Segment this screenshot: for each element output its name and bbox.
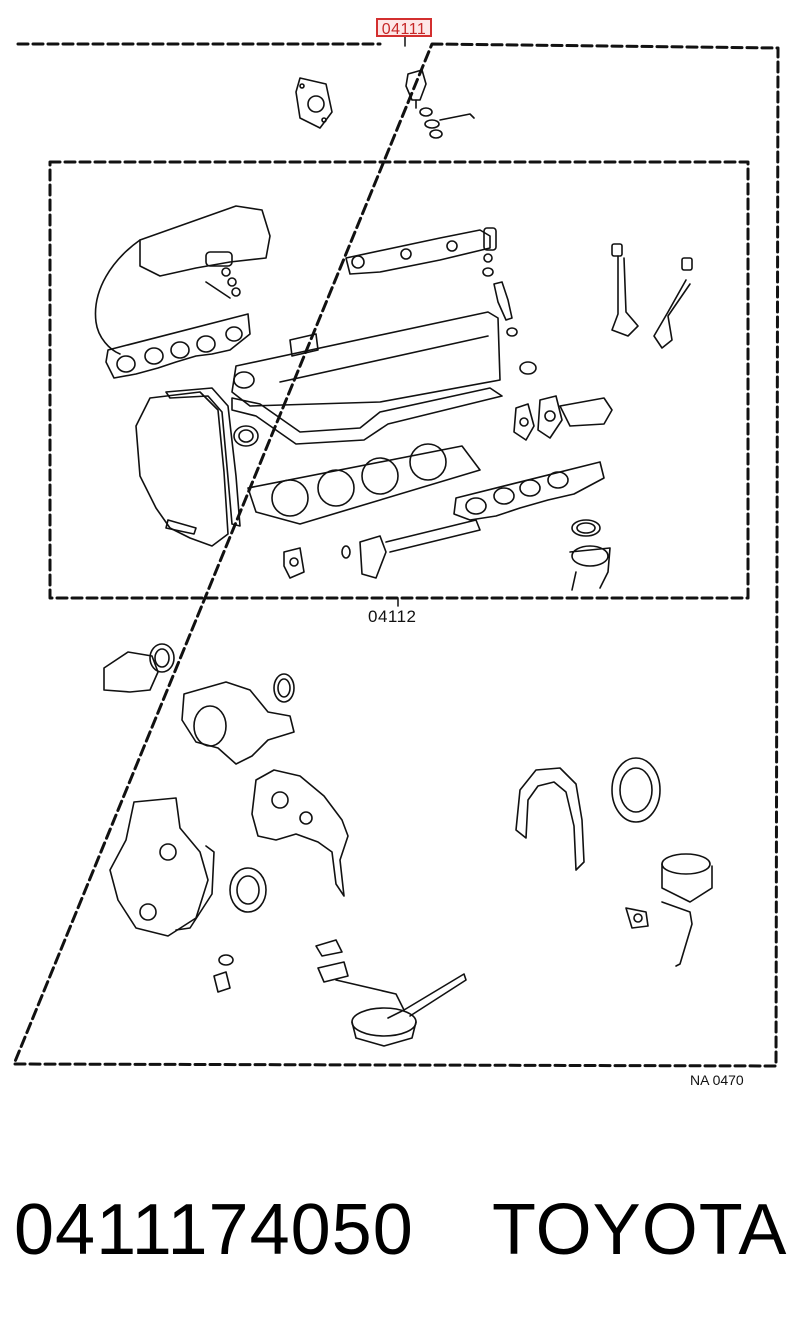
egr-gaskets: [514, 362, 612, 440]
oil-seal-small: [234, 426, 258, 446]
timing-belt-cover: [136, 392, 228, 546]
oil-strainer: [316, 940, 466, 1046]
exploded-parts-diagram: 04111 04112 NA 0470: [0, 0, 792, 1100]
part-number: 0411174050: [14, 1190, 414, 1270]
intake-manifold-gasket: [106, 314, 250, 378]
part-caption: 0411174050 TOYOTA: [0, 1180, 792, 1280]
exhaust-pipe-gaskets: [284, 520, 480, 578]
rear-oil-seal: [612, 758, 660, 822]
exhaust-manifold-gasket: [454, 462, 604, 520]
water-pump: [182, 674, 294, 764]
exhaust-flange-ring: [570, 520, 610, 590]
inner-kit-frame: [50, 162, 748, 598]
brand-name: TOYOTA: [492, 1190, 788, 1270]
fuel-injector: [494, 282, 517, 336]
crank-oil-seal: [230, 868, 266, 912]
figure-ref-label: NA 0470: [690, 1072, 744, 1088]
cylinder-head-cover: [232, 312, 500, 406]
fuel-delivery-pipe: [346, 228, 496, 276]
rear-seal-retainer-gasket: [516, 768, 584, 870]
intake-manifold: [95, 206, 270, 354]
lower-timing-cover: [110, 798, 214, 936]
oil-pump-gasket: [252, 770, 348, 896]
timing-cover-gasket: [166, 388, 240, 526]
valves: [612, 244, 692, 348]
outer-kit-frame: [14, 44, 778, 1066]
water-outlet: [104, 644, 174, 692]
egr-valve: [626, 854, 712, 966]
head-cover-gasket: [232, 388, 502, 444]
sensor-with-washers: [406, 70, 474, 138]
subgroup-ref-label: 04112: [368, 607, 417, 626]
flange-gasket: [296, 78, 332, 128]
cylinder-head-gasket: [248, 444, 480, 524]
gasket-kit-drawing: [0, 0, 792, 1100]
drain-plug-washer: [214, 955, 233, 992]
group-ref-label: 04111: [376, 18, 432, 38]
